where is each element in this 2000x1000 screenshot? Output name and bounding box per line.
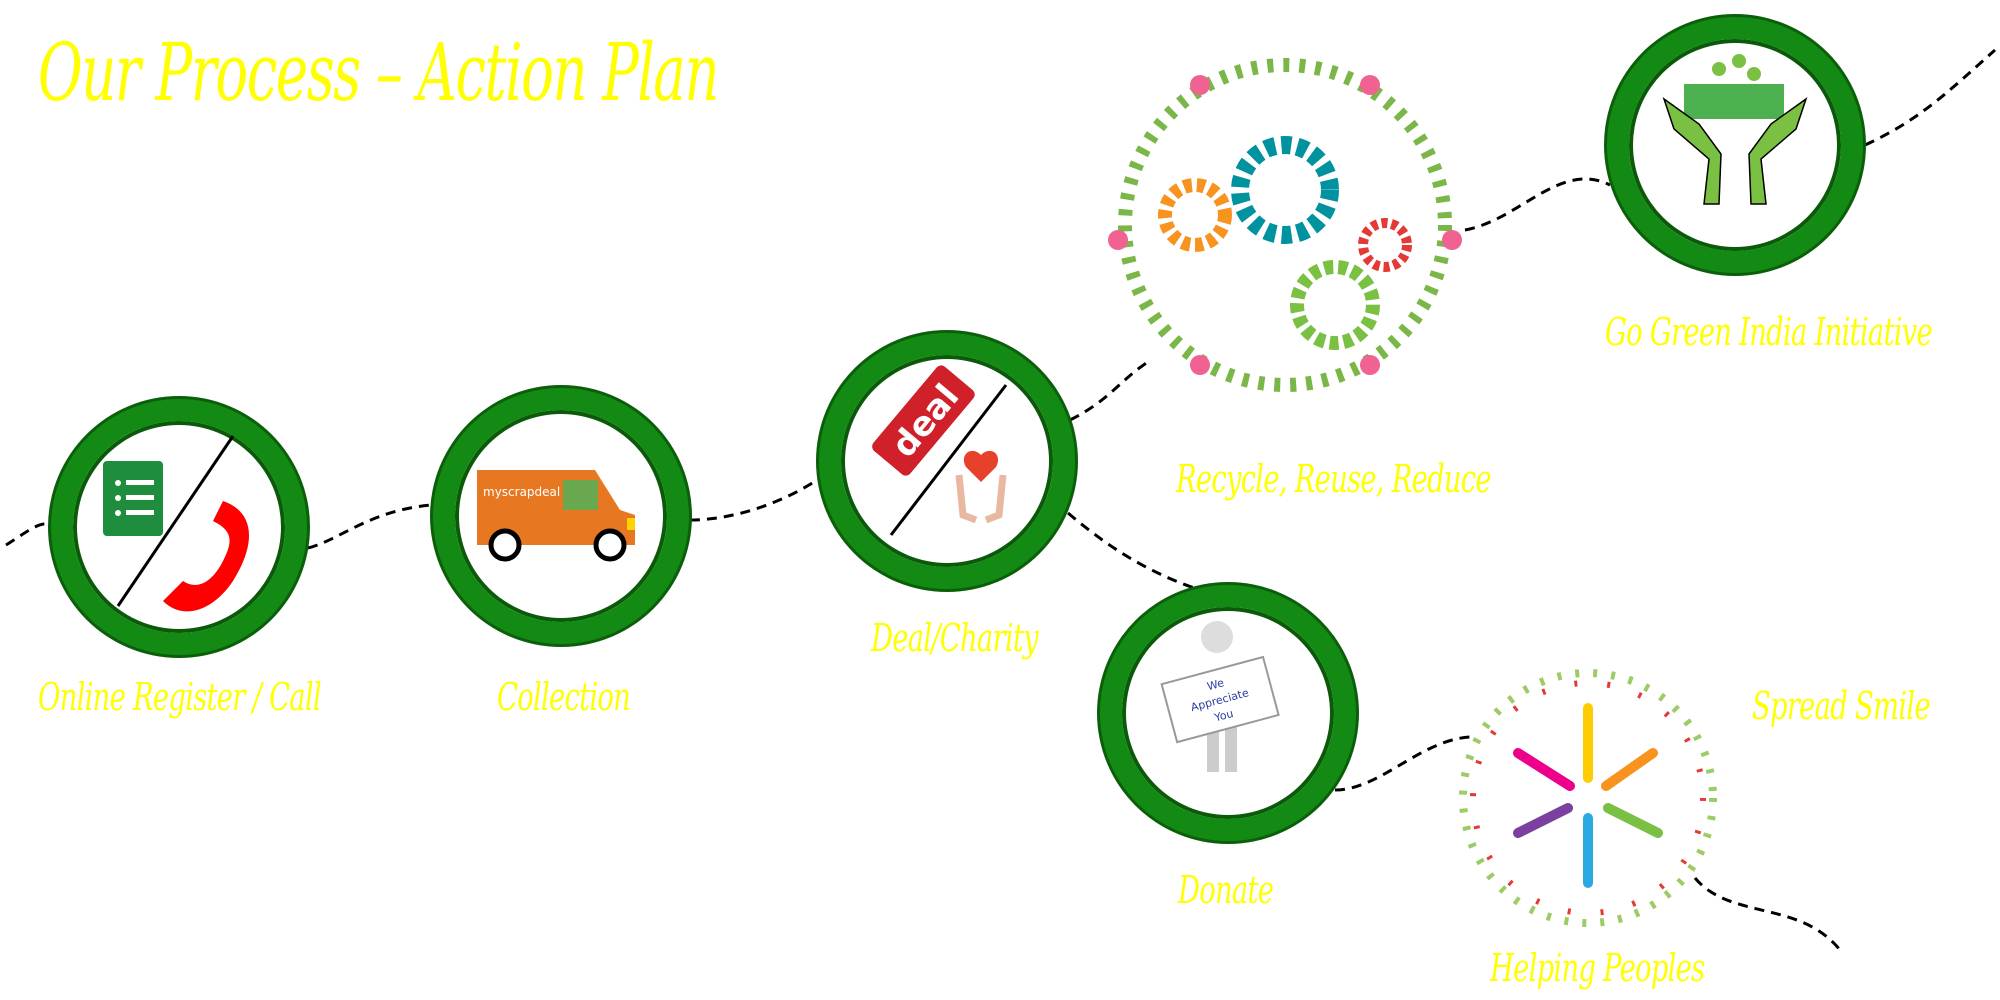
step-label: Recycle, Reuse, Reduce (1176, 457, 1492, 501)
svg-text:myscrapdeal: myscrapdeal (483, 485, 560, 499)
delivery-van-icon: myscrapdeal (477, 470, 635, 562)
gears-wreath-icon (1108, 58, 1462, 392)
deal-tag-charity-icon: deal (872, 365, 1008, 536)
step-collection: myscrapdeal (433, 388, 689, 644)
figure-sign-icon: We Appreciate You (1160, 621, 1280, 772)
page-title: Our Process – Action Plan (38, 26, 719, 119)
form-phone-icon (103, 435, 250, 612)
step-label: Helping Peoples (1490, 946, 1705, 990)
step-donate: We Appreciate You (1100, 585, 1356, 841)
step-label: Donate (1178, 868, 1274, 912)
hands-wreath-icon (1459, 669, 1717, 927)
step-go-green (1607, 17, 1863, 273)
step-online-register (51, 399, 307, 655)
green-city-hands-icon (1662, 54, 1808, 205)
step-label: Collection (497, 675, 631, 719)
step-label: Spread Smile (1752, 684, 1931, 728)
path-segment-main (5, 48, 1996, 550)
step-label: Online Register / Call (38, 675, 322, 719)
step-deal-charity: deal (819, 333, 1075, 589)
path-segment-branch (1067, 511, 1842, 951)
svg-text:We: We (1206, 676, 1226, 693)
svg-text:You: You (1212, 707, 1235, 725)
step-label: Deal/Charity (871, 616, 1039, 660)
step-label: Go Green India Initiative (1605, 310, 1933, 354)
